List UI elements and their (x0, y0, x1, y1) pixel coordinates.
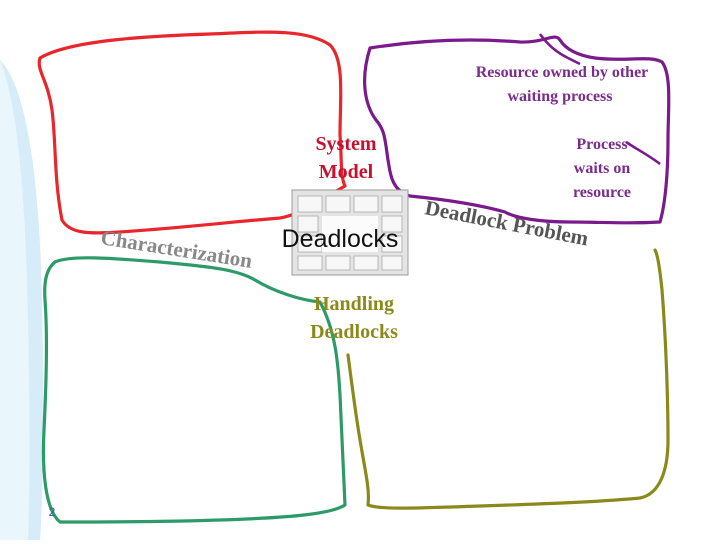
process-waits-line2: waits on (574, 160, 631, 177)
purple-arrow-lower (625, 140, 661, 166)
handling-line1[interactable]: Handling (314, 293, 394, 315)
system-model-line2[interactable]: Model (319, 161, 374, 183)
stone-grid-icon (291, 189, 409, 276)
process-waits-line1: Process (576, 136, 627, 153)
decorative-wedge-light (0, 60, 30, 540)
resource-owned-line1: Resource owned by other (476, 64, 649, 81)
purple-loop (363, 35, 671, 225)
page-number: 2 (49, 505, 56, 519)
deadlock-problem-label[interactable]: Deadlock Problem (423, 195, 591, 250)
resource-owned-line2: waiting process (507, 88, 612, 105)
characterization-label[interactable]: Characterization (99, 225, 254, 273)
process-waits-line3: resource (573, 184, 631, 201)
green-loop (41, 256, 347, 524)
center-title: Deadlocks (282, 225, 399, 253)
handling-line2[interactable]: Deadlocks (310, 321, 398, 343)
olive-loop (346, 248, 670, 510)
system-model-line1[interactable]: System (315, 133, 376, 155)
purple-arrow-upper (538, 33, 581, 66)
